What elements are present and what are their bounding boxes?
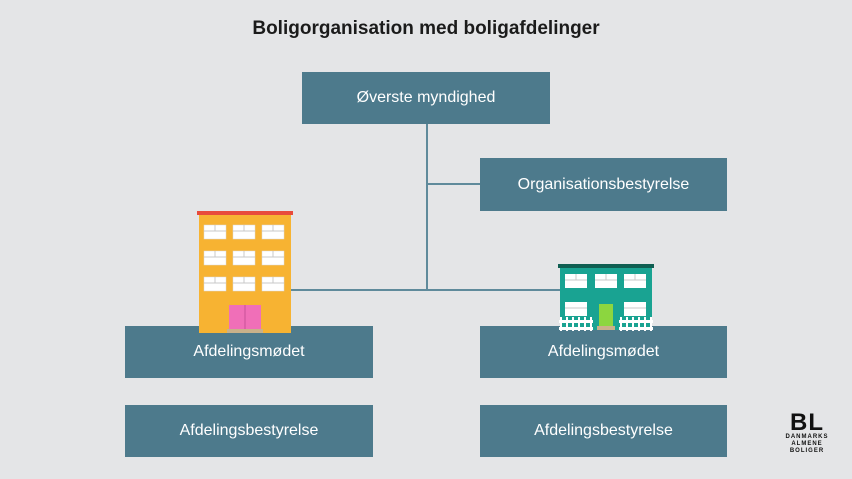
house-icon (558, 264, 654, 331)
node-right-board-label: Afdelingsbestyrelse (534, 422, 673, 439)
connector-horizontal (290, 289, 560, 291)
logo-main-text: BL (790, 409, 824, 436)
node-right-board: Afdelingsbestyrelse (480, 405, 727, 457)
logo-line-1: DANMARKS (785, 434, 829, 440)
node-top-authority: Øverste myndighed (302, 72, 550, 124)
logo-line-3: BOLIGER (789, 448, 825, 454)
node-organisation-board: Organisationsbestyrelse (480, 158, 727, 211)
node-organisation-board-label: Organisationsbestyrelse (517, 175, 690, 193)
apartment-building-icon (197, 211, 293, 333)
node-right-meeting: Afdelingsmødet (480, 326, 727, 378)
node-top-authority-label: Øverste myndighed (356, 89, 496, 106)
bl-logo: BL DANMARKS ALMENE BOLIGER (783, 409, 831, 455)
connector-vertical (426, 124, 428, 291)
node-left-meeting: Afdelingsmødet (125, 326, 373, 378)
node-left-meeting-label: Afdelingsmødet (193, 343, 305, 360)
connector-board (426, 183, 480, 185)
diagram-title: Boligorganisation med boligafdelinger (252, 18, 600, 39)
node-left-board-label: Afdelingsbestyrelse (179, 422, 319, 439)
logo-line-2: ALMENE (791, 441, 823, 447)
node-left-board: Afdelingsbestyrelse (125, 405, 373, 457)
node-right-meeting-label: Afdelingsmødet (547, 343, 660, 360)
